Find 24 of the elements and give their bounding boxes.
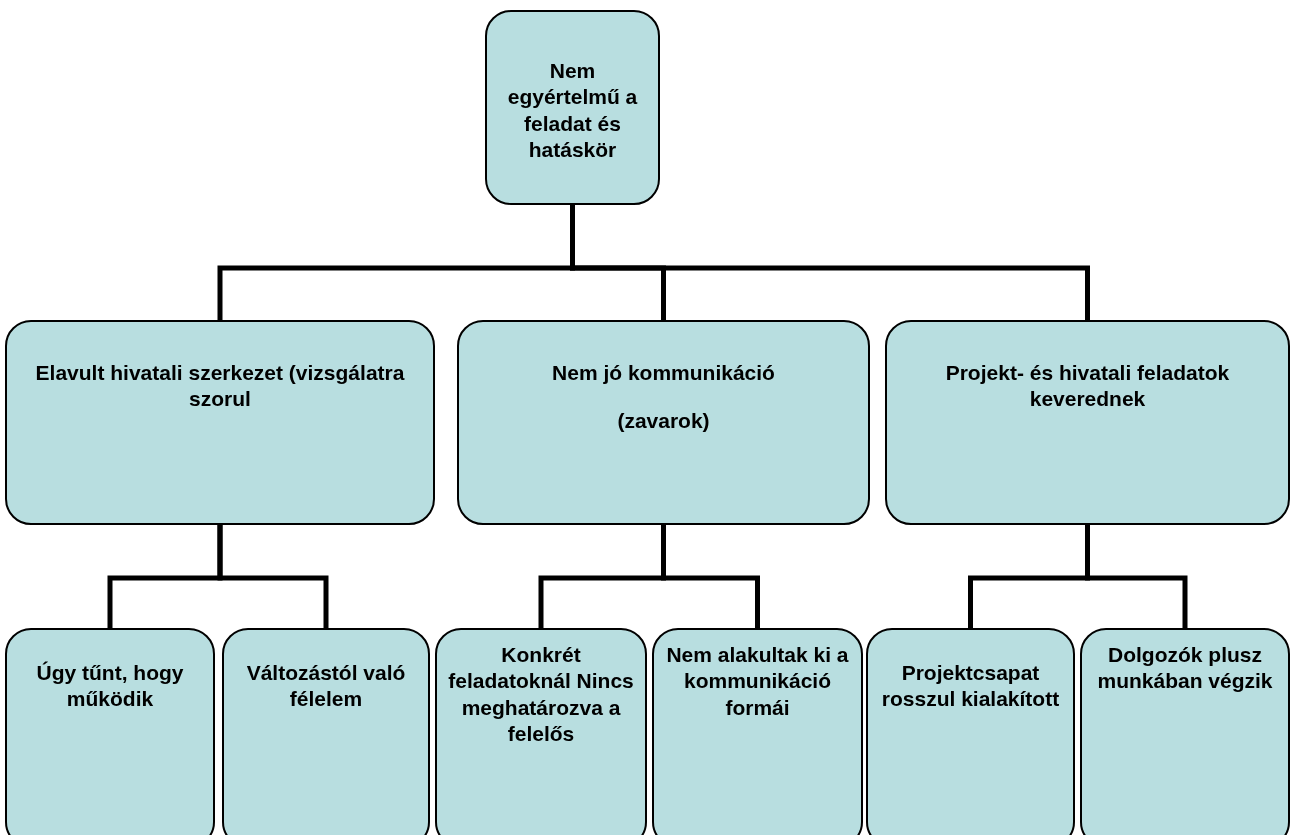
connector-line: [1085, 525, 1188, 628]
box-text: Konkrét feladatoknál Nincs meghatározva a felelős: [447, 642, 635, 747]
connector-line: [661, 525, 760, 628]
connector-line: [217, 525, 329, 628]
box-text: (zavarok): [617, 408, 710, 435]
box-text: Úgy tűnt, hogy működik: [35, 660, 185, 713]
rounded-box: [5, 320, 435, 525]
box-text: Nem egyértelmű a feladat és hatáskör: [506, 58, 639, 163]
rounded-box: [457, 320, 870, 525]
box-text: Nem jó kommunikáció: [552, 360, 775, 386]
rounded-box: [866, 628, 1075, 835]
rounded-box: [1080, 628, 1290, 835]
box-text: Projektcsapat rosszul kialakított: [880, 660, 1061, 713]
rounded-box: [652, 628, 863, 835]
box-text: Elavult hivatali szerkezet (vizsgálatra szorul: [34, 360, 406, 413]
rounded-box: [885, 320, 1290, 525]
box-text: Változástól való félelem: [245, 660, 407, 713]
rounded-box: [485, 10, 660, 205]
rounded-box: [435, 628, 647, 835]
rounded-box: [5, 628, 215, 835]
box-text: Dolgozók plusz munkában végzik: [1096, 642, 1274, 695]
rounded-box: [222, 628, 430, 835]
box-text: Nem alakultak ki a kommunikáció formái: [665, 642, 850, 721]
box-text: Projekt- és hivatali feladatok keverednek: [944, 360, 1231, 413]
